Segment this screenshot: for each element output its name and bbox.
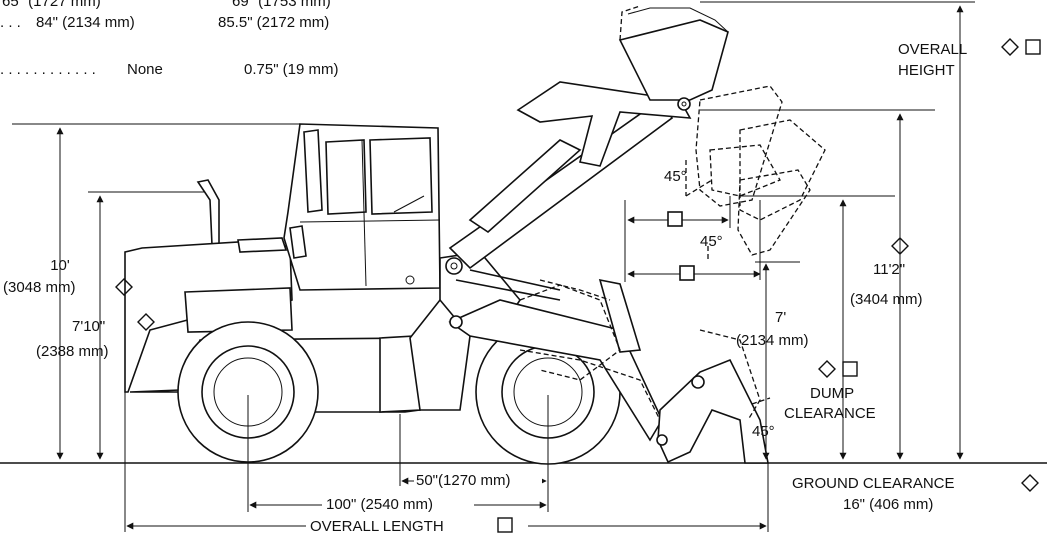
diamond-symbol [818, 360, 836, 378]
rear-wheel [177, 321, 319, 463]
square-symbol [679, 265, 695, 281]
ground-clearance-label-1: GROUND CLEARANCE [792, 475, 955, 492]
overall-height-label-1: OVERALL [898, 41, 967, 58]
dump-height-metric: (2134 mm) [736, 332, 809, 349]
square-symbol [1025, 39, 1041, 55]
left-height-lower-value: 7'10" [72, 318, 105, 335]
diamond-symbol [137, 313, 155, 331]
bucket-lowered [656, 329, 769, 464]
spec-row-2-dots: . . . . . . . . . . . . [0, 61, 96, 78]
diamond-symbol [115, 278, 133, 296]
dump-clearance-label-2: CLEARANCE [784, 405, 876, 422]
spec-row-1-right: 85.5" (2172 mm) [218, 14, 329, 31]
wheelbase-label: 100" (2540 mm) [326, 496, 433, 513]
spec-row-2-right: 0.75" (19 mm) [244, 61, 339, 78]
front-axle-offset-label: 50"(1270 mm) [416, 472, 511, 489]
loader-body [124, 123, 521, 413]
square-symbol [667, 211, 683, 227]
hinge-height-metric: (3404 mm) [850, 291, 923, 308]
square-symbol [842, 361, 858, 377]
spec-row-0-left: 65" (1727 mm) [2, 0, 101, 10]
square-symbol [497, 517, 513, 533]
spec-row-2-left: None [127, 61, 163, 78]
bucket-dump-positions [695, 85, 826, 256]
diamond-symbol [1021, 474, 1039, 492]
diamond-symbol [1001, 38, 1019, 56]
overall-length-label: OVERALL LENGTH [310, 518, 444, 535]
lift-arm-lowered [448, 278, 663, 442]
angle-rollback-top: 45° [664, 168, 687, 185]
hinge-height-value: 11'2" [873, 261, 905, 278]
overall-height-label-2: HEIGHT [898, 62, 955, 79]
spec-table: 65" (1727 mm) 69" (1753 mm) . . . 84" (2… [0, 0, 339, 78]
angle-ground: 45° [752, 423, 775, 440]
left-height-metric: (3048 mm) [3, 279, 76, 296]
diamond-symbol [891, 237, 909, 255]
left-height-value: 10' [50, 257, 70, 274]
spec-row-1-left: 84" (2134 mm) [36, 14, 135, 31]
angle-dump-mid: 45° [700, 233, 723, 250]
angle-marks [685, 160, 771, 405]
ground-clearance-label-2: 16" (406 mm) [843, 496, 933, 513]
left-height-lower-metric: (2388 mm) [36, 343, 109, 360]
reference-lines [12, 1, 975, 263]
spec-row-1-dots: . . . [0, 14, 21, 31]
spec-row-0-right: 69" (1753 mm) [232, 0, 331, 10]
bucket-raised [618, 5, 729, 111]
dump-clearance-label-1: DUMP [810, 385, 854, 402]
dump-height-value: 7' [775, 309, 786, 326]
lift-arm-raised [445, 81, 692, 301]
